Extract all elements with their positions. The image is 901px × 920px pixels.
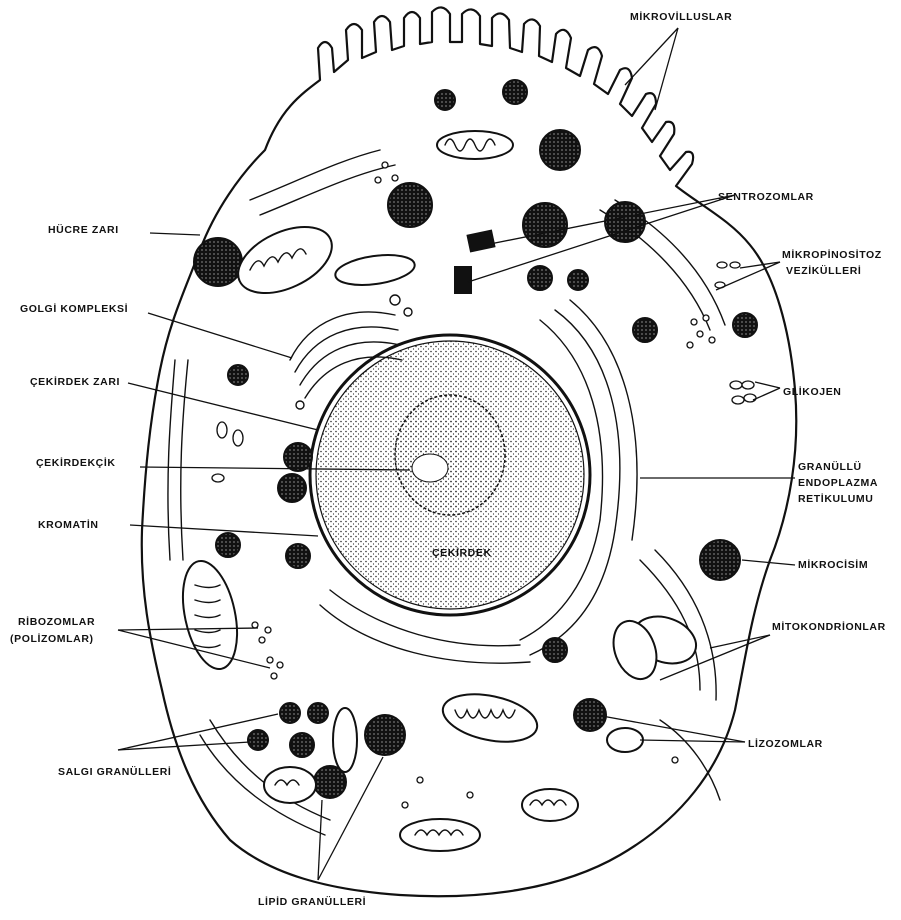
label-salgi: SALGI GRANÜLLERİ xyxy=(58,765,171,778)
label-ribozomlar-2: (POLİZOMLAR) xyxy=(10,632,94,645)
label-mitokondrionlar: MİTOKONDRİONLAR xyxy=(772,620,886,633)
label-mikrocisim: MİKROCİSİM xyxy=(798,558,868,571)
label-ribozomlar-1: RİBOZOMLAR xyxy=(18,615,95,628)
label-mikropinositoz-1: MİKROPİNOSİTOZ xyxy=(782,248,882,261)
label-sentrozomlar: SENTROZOMLAR xyxy=(718,191,814,203)
nucleolus xyxy=(395,395,505,515)
label-lizozomlar: LİZOZOMLAR xyxy=(748,737,823,750)
label-cekirdek: ÇEKİRDEK xyxy=(432,546,492,559)
label-granullu-1: GRANÜLLÜ xyxy=(798,460,862,473)
label-hucre-zari: HÜCRE ZARI xyxy=(48,223,119,236)
label-cekirdekcik: ÇEKİRDEKÇİK xyxy=(36,456,116,469)
centrosome-2 xyxy=(454,266,472,294)
label-mikropinositoz-2: VEZİKÜLLERİ xyxy=(786,264,861,277)
label-granullu-3: RETİKULUMU xyxy=(798,492,873,505)
label-golgi: GOLGİ KOMPLEKSİ xyxy=(20,302,128,315)
label-mikrovilluslar: MİKROVİLLUSLAR xyxy=(630,10,732,23)
label-glikojen: GLİKOJEN xyxy=(783,385,841,398)
label-granullu-2: ENDOPLAZMA xyxy=(798,477,878,489)
label-kromatin: KROMATİN xyxy=(38,518,99,531)
label-lipid: LİPİD GRANÜLLERİ xyxy=(258,895,366,908)
label-cekirdek-zari: ÇEKİRDEK ZARI xyxy=(30,375,120,388)
centrosome-1 xyxy=(466,229,495,252)
